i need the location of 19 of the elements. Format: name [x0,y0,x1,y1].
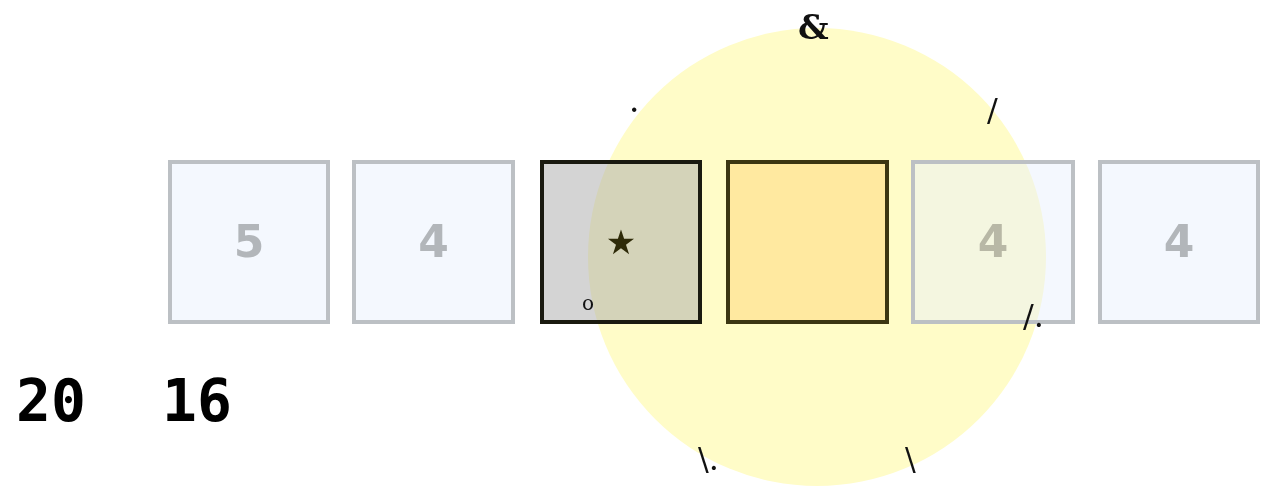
number-label: 16 [162,372,232,430]
square-box [1098,160,1260,324]
square-box [726,160,889,324]
number-label: 4 [1163,220,1195,264]
number-label: 4 [977,220,1009,264]
square-box [540,160,702,324]
number-label: 20 [16,372,86,430]
square-box [352,160,515,324]
symbol-label: /. [1023,300,1044,332]
symbol-label: \. [698,443,719,475]
number-label: 4 [418,220,449,264]
symbol-label: / [987,94,998,126]
symbol-label: & [798,10,829,44]
symbol-label: . [630,92,639,116]
symbol-label: o [582,293,595,313]
number-label: 5 [233,220,265,264]
symbol-label: \ [905,443,916,475]
star-symbol: ★ [605,225,637,259]
square-box [168,160,330,324]
